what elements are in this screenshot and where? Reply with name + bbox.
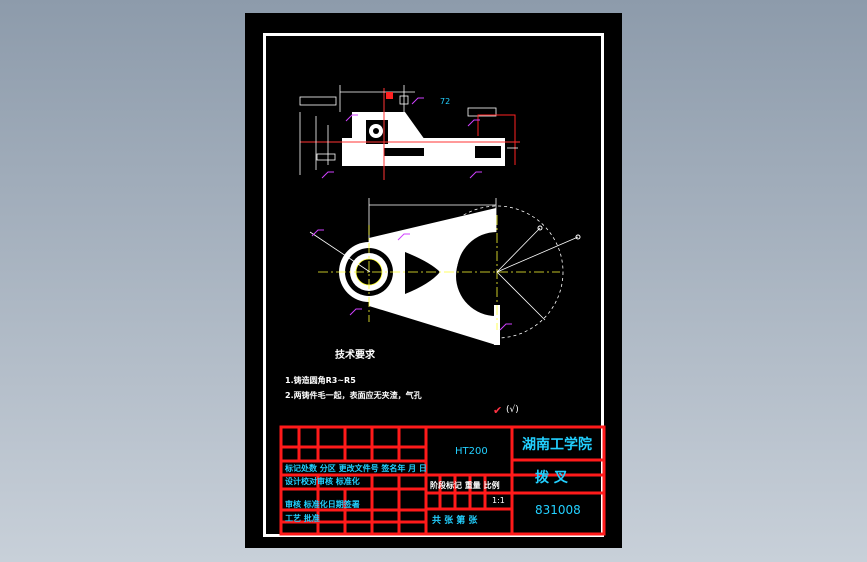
front-view-slot xyxy=(384,148,424,156)
review-row: 审核 标准化日期签署 xyxy=(285,500,360,509)
tech-note-2: 2.两铸件毛一起，表面应无夹渣，气孔 xyxy=(285,391,422,400)
process-row: 工艺 批准 xyxy=(285,514,320,523)
datum-marker xyxy=(386,92,393,99)
leader-red xyxy=(477,114,516,165)
roughness-symbol xyxy=(469,171,482,179)
surface-roughness-label: (√) xyxy=(506,405,519,415)
title-block-grid xyxy=(279,425,606,536)
roughness-symbol xyxy=(349,308,362,316)
dimension-text: 72 xyxy=(440,97,451,106)
point-marker xyxy=(575,234,581,240)
front-view-end-slot xyxy=(475,146,501,158)
leader-line xyxy=(309,231,371,273)
sheet-count: 共 张 第 张 xyxy=(432,516,478,526)
roughness-symbol xyxy=(397,233,410,241)
tolerance-frame xyxy=(316,153,336,161)
revision-row: 标记处数 分区 更改文件号 签名年 月 日 xyxy=(285,464,427,473)
roughness-check-icon: ✔ xyxy=(493,404,503,417)
tolerance-frame xyxy=(299,96,337,106)
radial-line xyxy=(496,271,546,321)
roughness-symbol xyxy=(499,323,512,331)
front-view xyxy=(299,85,520,180)
school-name: 湖南工学院 xyxy=(522,437,592,453)
front-view-hole-center xyxy=(373,128,379,134)
roughness-symbol xyxy=(321,171,334,179)
tech-note-1: 1.铸造圆角R3~R5 xyxy=(285,376,356,385)
tolerance-frame xyxy=(467,107,497,117)
material-text: HT200 xyxy=(455,446,488,457)
point-marker xyxy=(537,225,543,231)
stage-label: 阶段标记 重量 比例 xyxy=(430,481,500,490)
roughness-symbol xyxy=(345,114,358,122)
radial-line xyxy=(496,236,579,273)
part-name: 拨 叉 xyxy=(535,470,568,486)
front-view-boss xyxy=(352,112,425,140)
plan-view xyxy=(309,198,581,345)
roughness-symbol xyxy=(467,119,480,127)
leader-line xyxy=(397,231,431,263)
radial-line xyxy=(496,227,541,273)
scale-value: 1:1 xyxy=(492,496,505,505)
lever-slot xyxy=(405,252,440,294)
tech-requirements-heading: 技术要求 xyxy=(335,350,375,361)
roughness-symbol xyxy=(311,229,324,237)
design-row: 设计校对审核 标准化 xyxy=(285,477,360,486)
datum-box xyxy=(399,95,409,105)
drawing-number: 831008 xyxy=(535,503,581,517)
roughness-symbol xyxy=(411,97,424,105)
